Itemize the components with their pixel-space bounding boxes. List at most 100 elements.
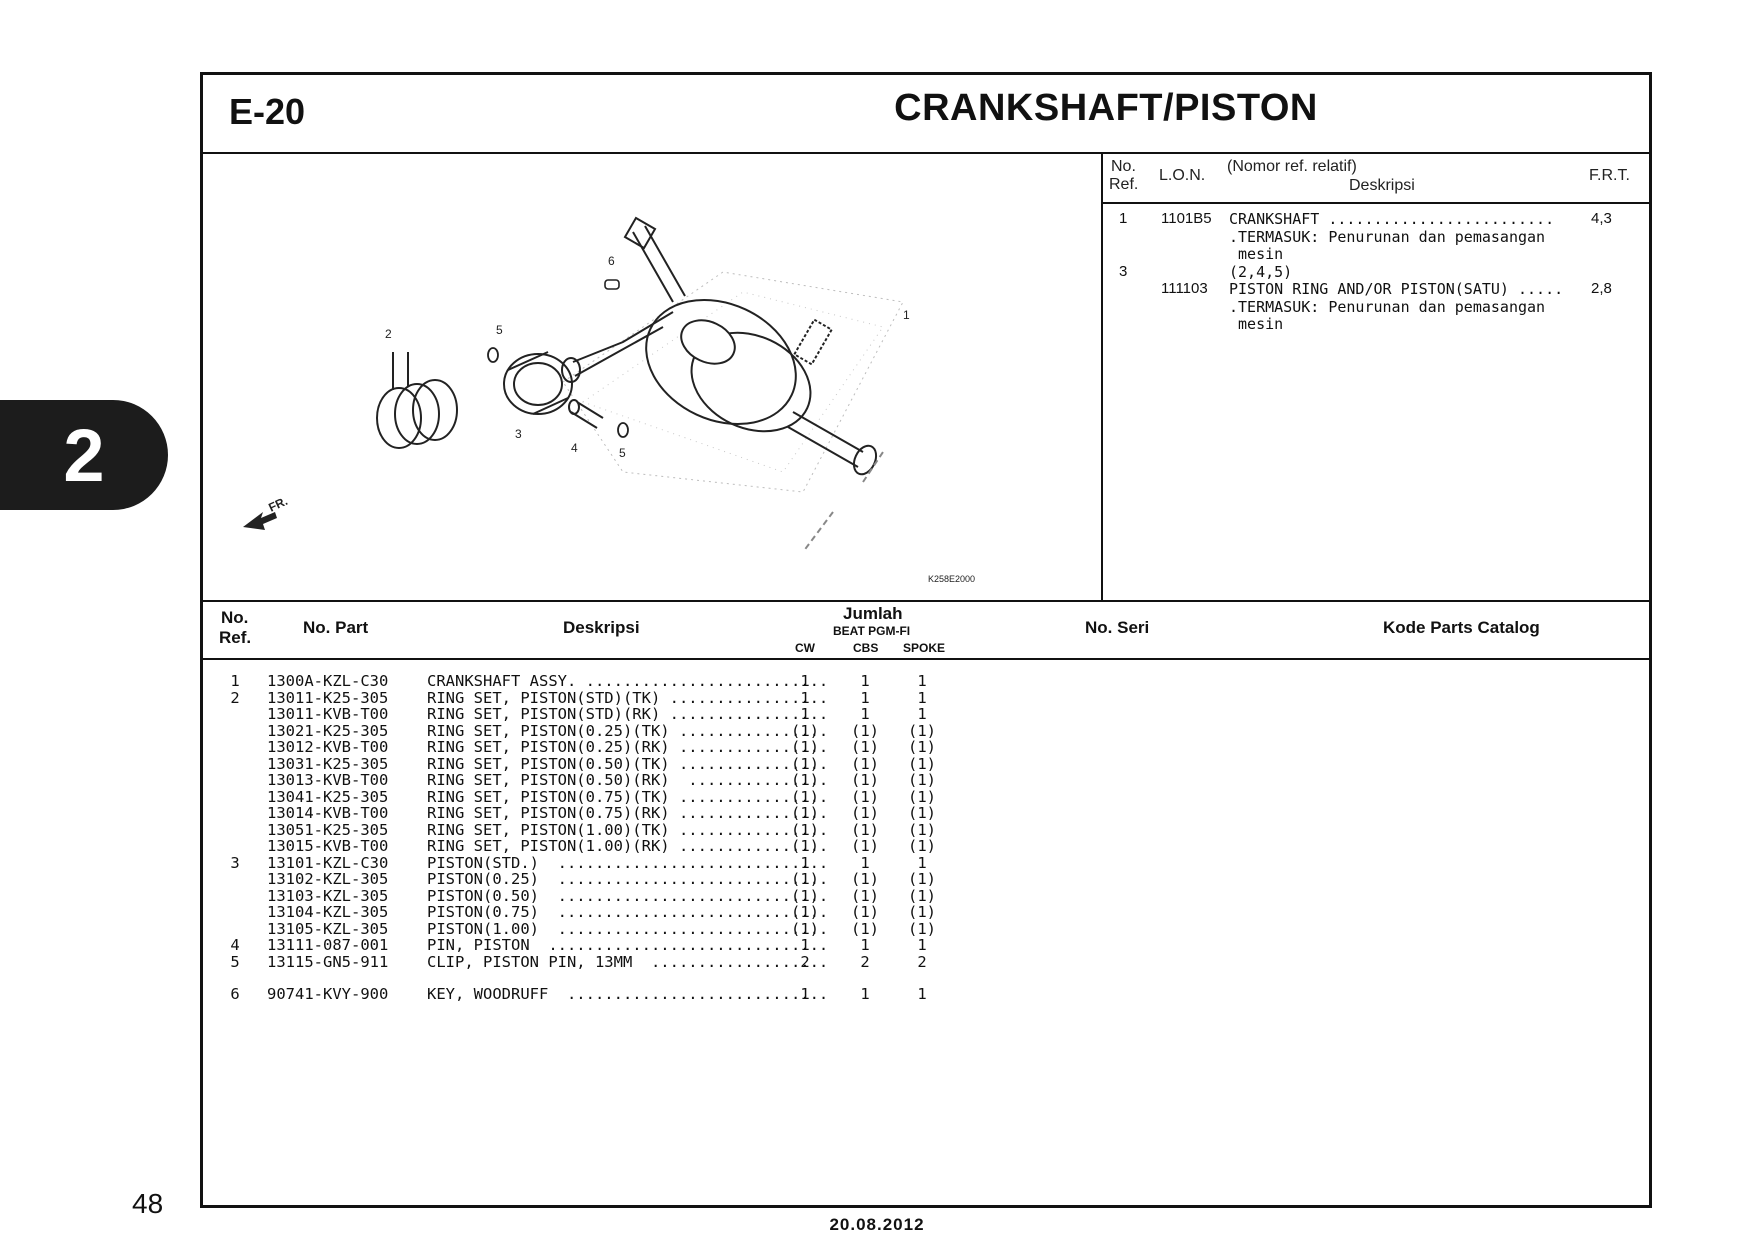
front-arrow-icon <box>243 512 277 530</box>
qty-cw: (1) <box>791 738 819 756</box>
part-ref: 2 <box>230 688 240 707</box>
parts-head-part: No. Part <box>303 618 369 637</box>
qty-cw: (1) <box>791 721 819 740</box>
diagram-drawing: FR. 1 2 3 4 5 5 6 K258E2000 <box>243 216 975 584</box>
qty-cw: 1 <box>800 672 810 690</box>
qty-cbs: (1) <box>851 804 879 822</box>
relative-ref-panel: No. Ref. L.O.N. (Nomor ref. relatif) Des… <box>1103 152 1649 602</box>
part-desc: RING SET, PISTON(0.50)(RK) .............… <box>427 771 829 789</box>
parts-head-ref-line1: No. <box>221 608 249 627</box>
figure-code: K258E2000 <box>928 574 975 584</box>
rel-desc: (2,4,5) <box>1229 262 1293 281</box>
relative-ref-header: No. Ref. L.O.N. (Nomor ref. relatif) Des… <box>1103 152 1649 204</box>
part-number: 13102-KZL-305 <box>267 870 389 888</box>
rel-desc: mesin <box>1229 315 1284 333</box>
part-desc: PISTON(1.00) ...........................… <box>427 919 829 938</box>
part-desc: RING SET, PISTON(STD)(RK) ..............… <box>427 705 829 723</box>
part-number: 13031-K25-305 <box>267 754 389 773</box>
parts-head-spoke: SPOKE <box>903 641 946 655</box>
qty-cw: 1 <box>800 688 810 707</box>
part-ref: 5 <box>230 952 240 971</box>
qty-cw: 1 <box>800 705 810 723</box>
part-desc: RING SET, PISTON(0.75)(TK) .............… <box>427 787 829 806</box>
parts-table-body: 1 1300A-KZL-C30 CRANKSHAFT ASSY. .........… <box>203 660 1649 1200</box>
part-number: 13012-KVB-T00 <box>267 738 389 756</box>
qty-cbs: (1) <box>851 919 879 938</box>
qty-spoke: (1) <box>908 886 936 905</box>
footer-date: 20.08.2012 <box>829 1215 925 1234</box>
qty-spoke: 1 <box>917 705 927 723</box>
part-number: 13021-K25-305 <box>267 721 389 740</box>
part-number: 13015-KVB-T00 <box>267 837 389 855</box>
catalog-frame: E-20 CRANKSHAFT/PISTON <box>200 72 1652 1208</box>
rel-desc: .TERMASUK: Penurunan dan pemasangan <box>1229 297 1546 316</box>
piston-rings-drawing <box>376 352 458 449</box>
part-desc: PISTON(0.50) ...........................… <box>427 886 829 905</box>
qty-cbs: (1) <box>851 721 879 740</box>
qty-cbs: (1) <box>851 738 879 756</box>
qty-spoke: (1) <box>908 754 936 773</box>
callout-5-lower: 5 <box>619 446 626 460</box>
callout-2: 2 <box>385 327 392 341</box>
qty-spoke: (1) <box>908 820 936 839</box>
exploded-diagram: FR. 1 2 3 4 5 5 6 K258E2000 <box>203 152 1103 602</box>
callout-4: 4 <box>571 441 578 455</box>
rel-desc: mesin <box>1229 245 1284 263</box>
qty-cw: (1) <box>791 919 819 938</box>
part-desc: CRANKSHAFT ASSY. .......................… <box>427 672 829 690</box>
parts-head-cw: CW <box>795 641 815 655</box>
qty-spoke: 1 <box>917 853 927 872</box>
parts-head-model: BEAT PGM-FI <box>833 624 911 638</box>
qty-spoke: (1) <box>908 738 936 756</box>
part-number: 1300A-KZL-C30 <box>267 672 389 690</box>
qty-spoke: (1) <box>908 721 936 740</box>
qty-cw: (1) <box>791 903 819 921</box>
qty-spoke: 2 <box>917 952 927 971</box>
rel-frt: 4,3 <box>1591 210 1612 227</box>
crankshaft-drawing <box>561 216 884 553</box>
qty-cw: 2 <box>800 952 810 971</box>
callout-5-upper: 5 <box>496 323 503 337</box>
qty-cbs: (1) <box>851 787 879 806</box>
rel-ref: 1 <box>1119 210 1128 227</box>
qty-cbs: (1) <box>851 754 879 773</box>
parts-head-qty: Jumlah <box>843 604 903 623</box>
qty-spoke: 1 <box>917 985 927 1003</box>
piston-pin-drawing <box>568 399 604 429</box>
woodruff-key-drawing <box>604 279 620 290</box>
qty-cbs: (1) <box>851 837 879 855</box>
front-label: FR. <box>266 494 289 515</box>
qty-cw: (1) <box>791 886 819 905</box>
qty-cw: (1) <box>791 771 819 789</box>
qty-spoke: 1 <box>917 672 927 690</box>
qty-cbs: 1 <box>860 672 870 690</box>
rel-desc: CRANKSHAFT ......................... <box>1229 210 1555 228</box>
rel-lon: 1101B5 <box>1161 210 1212 227</box>
rel-frt: 2,8 <box>1591 280 1612 297</box>
part-desc: RING SET, PISTON(0.50)(TK) .............… <box>427 754 829 773</box>
part-desc: PISTON(STD.) ...........................… <box>427 853 829 872</box>
part-number: 13103-KZL-305 <box>267 886 389 905</box>
piston-drawing <box>503 351 573 415</box>
rel-head-ref-line2: Ref. <box>1109 176 1139 193</box>
part-number: 13115-GN5-911 <box>267 952 389 971</box>
parts-table-header: No. Ref. No. Part Deskripsi Jumlah BEAT … <box>203 602 1649 660</box>
qty-spoke: (1) <box>908 919 936 938</box>
part-ref: 4 <box>230 936 240 954</box>
part-desc: PISTON(0.75) ...........................… <box>427 903 829 921</box>
qty-cw: (1) <box>791 870 819 888</box>
part-desc: RING SET, PISTON(1.00)(TK) .............… <box>427 820 829 839</box>
qty-cw: 1 <box>800 936 810 954</box>
qty-cbs: (1) <box>851 886 879 905</box>
qty-spoke: (1) <box>908 787 936 806</box>
part-desc: KEY, WOODRUFF ..........................… <box>427 985 829 1003</box>
qty-spoke: 1 <box>917 688 927 707</box>
part-number: 13014-KVB-T00 <box>267 804 389 822</box>
